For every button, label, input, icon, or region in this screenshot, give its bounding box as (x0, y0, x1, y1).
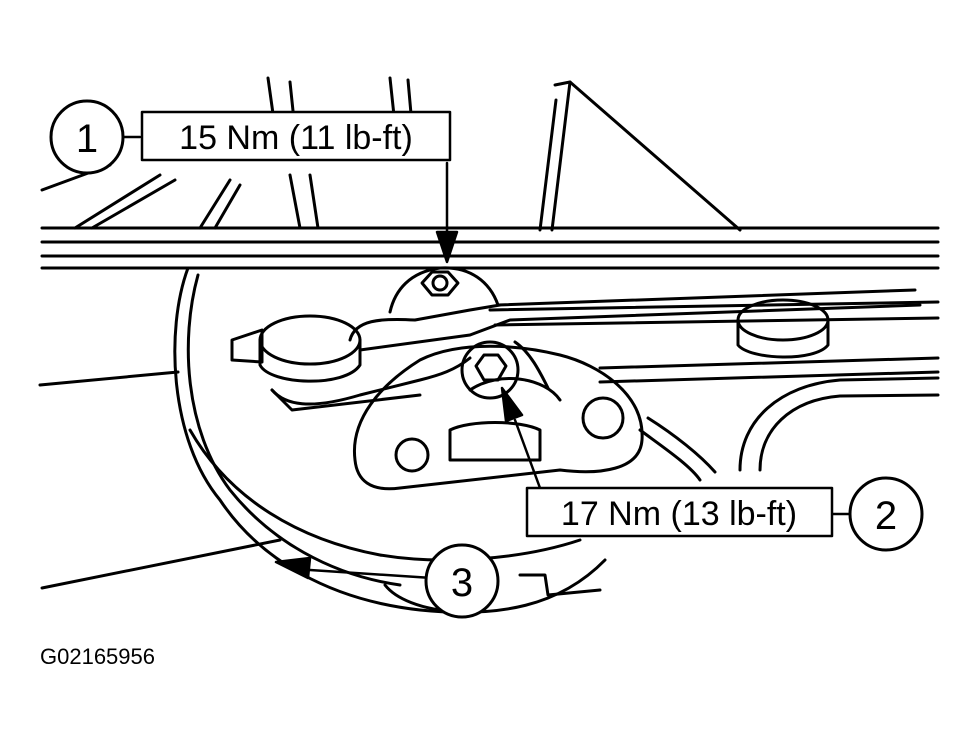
figure-id: G02165956 (40, 644, 155, 669)
arrow-head-1-icon (435, 230, 459, 264)
callout-3: 3 (424, 543, 500, 619)
bolt-2 (460, 340, 520, 400)
leader-3 (308, 568, 434, 580)
side-panel (488, 298, 940, 482)
callout-1-number: 1 (76, 117, 98, 161)
callout-2-circle (848, 476, 924, 552)
torque-label-2: 17 Nm (13 lb-ft) (561, 495, 797, 533)
torque-label-1: 15 Nm (11 lb-ft) (179, 119, 413, 157)
callout-3-number: 3 (451, 561, 473, 605)
callout-2-number: 2 (875, 494, 897, 538)
background-structure (40, 76, 742, 232)
mounting-flange (352, 340, 644, 491)
arrow-head-2-icon (500, 386, 524, 423)
bolt-1 (420, 270, 460, 297)
callout-3-circle (424, 543, 500, 619)
callout-1-circle (49, 99, 125, 175)
arrow-head-3-icon (274, 556, 312, 580)
leader-2 (513, 418, 542, 490)
linkage-arm (230, 266, 922, 412)
callout-2: 17 Nm (13 lb-ft) 2 (525, 476, 924, 552)
torque-box-1 (140, 110, 452, 162)
torque-box-2 (525, 486, 834, 538)
cowl-rail (40, 226, 940, 270)
callout-1: 1 15 Nm (11 lb-ft) (49, 99, 452, 175)
